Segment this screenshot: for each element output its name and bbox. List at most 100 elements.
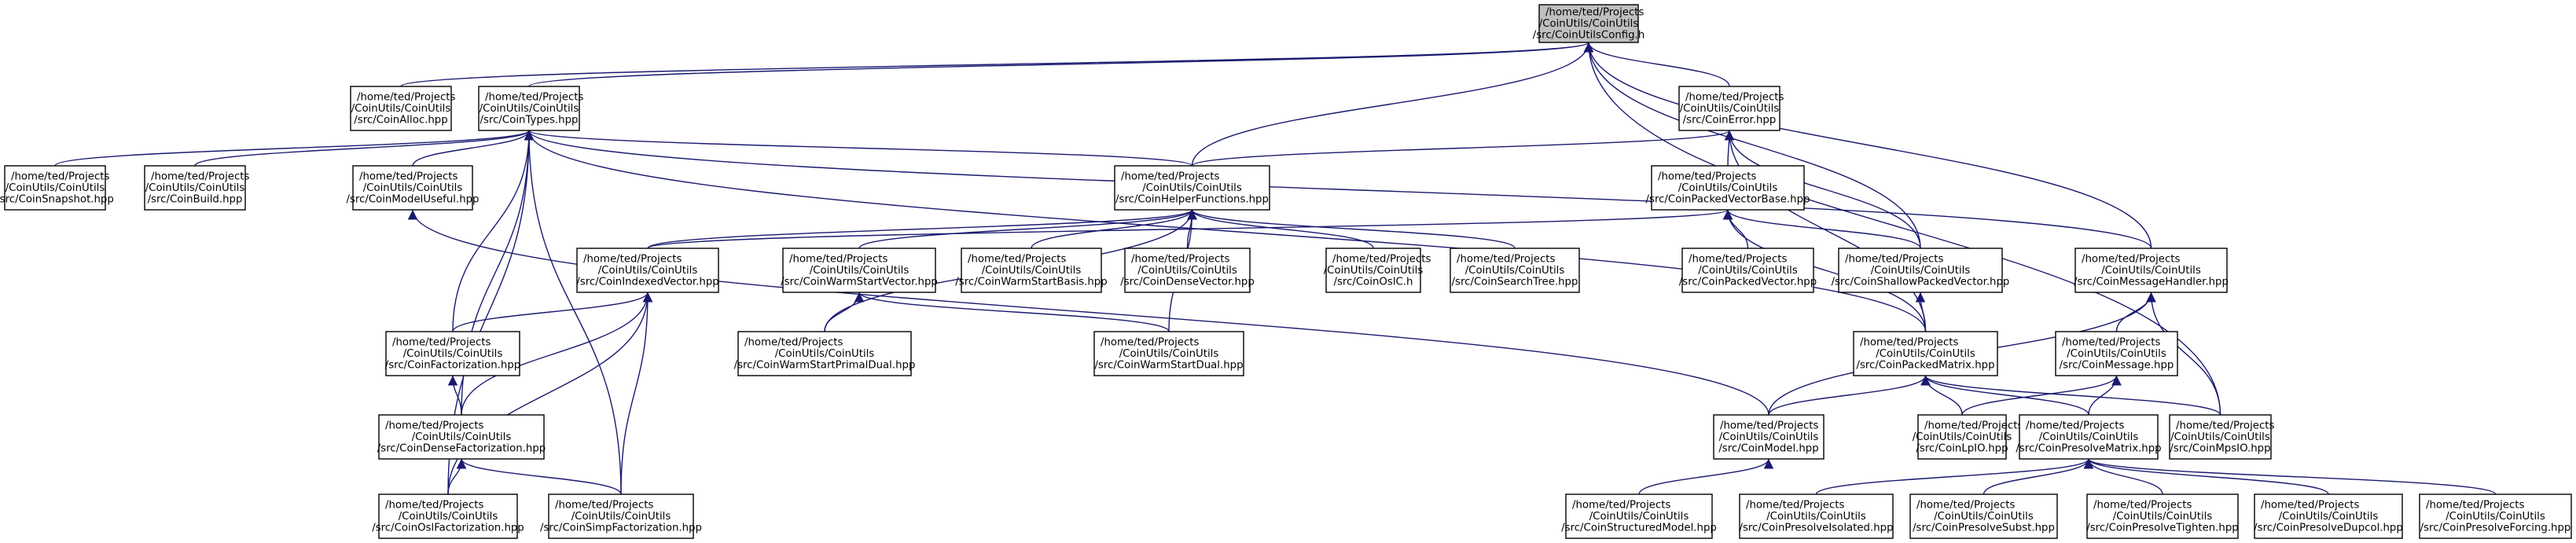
file-node-n29[interactable]: /home/ted/Projects/CoinUtils/CoinUtils/s…	[540, 493, 702, 539]
node-box	[1678, 86, 1780, 131]
node-label-line: /src/CoinModel.hpp	[1718, 442, 1818, 454]
file-node-n5[interactable]: /home/ted/Projects/CoinUtils/CoinUtils/s…	[144, 165, 249, 211]
include-edge-n7-n3	[1191, 130, 1734, 167]
node-box	[350, 86, 452, 131]
node-label-line: /src/CoinFactorization.hpp	[385, 359, 520, 371]
node-label-line: /src/CoinWarmStartBasis.hpp	[955, 276, 1107, 288]
node-box	[1713, 414, 1825, 460]
node-label-line: /home/ted/Projects	[789, 253, 887, 265]
include-edge-n27-n17	[2146, 292, 2221, 416]
node-label-line: /home/ted/Projects	[1924, 420, 2023, 431]
include-edge-n15-n8	[1722, 209, 1749, 249]
node-label-line: /CoinUtils/CoinUtils	[403, 348, 503, 360]
node-label-line: /home/ted/Projects	[1457, 253, 1555, 265]
file-node-n28[interactable]: /home/ted/Projects/CoinUtils/CoinUtils/s…	[372, 493, 524, 539]
node-label-line: /src/CoinShallowPackedVector.hpp	[1832, 276, 2010, 288]
file-node-n1[interactable]: /home/ted/Projects/CoinUtils/CoinUtils/s…	[350, 86, 455, 131]
node-box	[961, 248, 1102, 293]
node-label-line: /home/ted/Projects	[392, 336, 491, 348]
file-node-n22[interactable]: /home/ted/Projects/CoinUtils/CoinUtils/s…	[2055, 331, 2178, 376]
node-box	[1681, 248, 1814, 293]
node-label-line: /CoinUtils/CoinUtils	[2446, 511, 2545, 523]
node-box	[2055, 331, 2178, 376]
node-box	[2019, 414, 2159, 460]
include-edge-n32-n26	[1983, 458, 2094, 495]
include-edge-n9-n8	[647, 209, 1733, 249]
node-label-line: /src/CoinMpsIO.hpp	[2170, 442, 2270, 454]
file-node-n12[interactable]: /home/ted/Projects/CoinUtils/CoinUtils/s…	[1120, 248, 1255, 293]
file-node-n27[interactable]: /home/ted/Projects/CoinUtils/CoinUtils/s…	[2169, 414, 2274, 460]
node-box	[144, 165, 246, 211]
file-node-n19[interactable]: /home/ted/Projects/CoinUtils/CoinUtils/s…	[734, 331, 916, 376]
node-box	[576, 248, 719, 293]
node-label-line: /CoinUtils/CoinUtils	[598, 265, 698, 277]
node-label-line: /CoinUtils/CoinUtils	[1589, 511, 1689, 523]
file-node-n26[interactable]: /home/ted/Projects/CoinUtils/CoinUtils/s…	[2016, 414, 2162, 460]
node-label-line: /home/ted/Projects	[2082, 253, 2180, 265]
file-node-n14[interactable]: /home/ted/Projects/CoinUtils/CoinUtils/s…	[1450, 248, 1580, 293]
node-label-line: /home/ted/Projects	[1658, 171, 1756, 182]
node-label-line: /src/CoinSearchTree.hpp	[1452, 276, 1578, 288]
file-node-n16[interactable]: /home/ted/Projects/CoinUtils/CoinUtils/s…	[1832, 248, 2010, 293]
file-node-n10[interactable]: /home/ted/Projects/CoinUtils/CoinUtils/s…	[781, 248, 938, 293]
file-node-n2[interactable]: /home/ted/Projects/CoinUtils/CoinUtils/s…	[478, 86, 583, 131]
node-label-line: /src/CoinMessage.hpp	[2060, 359, 2174, 371]
file-node-n31[interactable]: /home/ted/Projects/CoinUtils/CoinUtils/s…	[1739, 493, 1894, 539]
file-node-n23[interactable]: /home/ted/Projects/CoinUtils/CoinUtils/s…	[377, 414, 546, 460]
node-label-line: /src/CoinIndexedVector.hpp	[576, 276, 718, 288]
include-edge-n22-n17	[2115, 292, 2156, 332]
include-edge-n1-n0	[400, 42, 1593, 87]
file-node-n13[interactable]: /home/ted/Projects/CoinUtils/CoinUtils/s…	[1324, 248, 1431, 293]
node-label-line: /CoinUtils/CoinUtils	[1137, 265, 1237, 277]
file-node-n7[interactable]: /home/ted/Projects/CoinUtils/CoinUtils/s…	[1114, 165, 1270, 211]
node-label-line: /home/ted/Projects	[1101, 336, 1199, 348]
node-label-line: /src/CoinPresolveIsolated.hpp	[1739, 522, 1893, 534]
include-edge-n16-n3	[1724, 130, 1921, 249]
node-label-line: /CoinUtils/CoinUtils	[412, 431, 512, 443]
node-label-line: /CoinUtils/CoinUtils	[2039, 431, 2139, 443]
include-edge-n26-n22	[2088, 375, 2122, 416]
file-node-n15[interactable]: /home/ted/Projects/CoinUtils/CoinUtils/s…	[1679, 248, 1817, 293]
node-label-line: /src/CoinDenseFactorization.hpp	[377, 442, 546, 454]
file-node-n21[interactable]: /home/ted/Projects/CoinUtils/CoinUtils/s…	[1853, 331, 1998, 376]
root-node-n0[interactable]: /home/ted/Projects/CoinUtils/CoinUtils/s…	[1533, 4, 1645, 43]
file-node-n34[interactable]: /home/ted/Projects/CoinUtils/CoinUtils/s…	[2254, 493, 2403, 539]
node-box	[1838, 248, 2003, 293]
file-node-n24[interactable]: /home/ted/Projects/CoinUtils/CoinUtils/s…	[1713, 414, 1825, 460]
file-node-n4[interactable]: /home/ted/Projects/CoinUtils/CoinUtils/s…	[0, 165, 114, 211]
node-label-line: /src/CoinModelUseful.hpp	[346, 193, 479, 205]
file-node-n8[interactable]: /home/ted/Projects/CoinUtils/CoinUtils/s…	[1646, 165, 1810, 211]
node-label-line: /src/CoinPresolveForcing.hpp	[2420, 522, 2571, 534]
node-label-line: /src/CoinAlloc.hpp	[354, 114, 447, 126]
file-node-n25[interactable]: /home/ted/Projects/CoinUtils/CoinUtils/s…	[1913, 414, 2023, 460]
file-node-n17[interactable]: /home/ted/Projects/CoinUtils/CoinUtils/s…	[2074, 248, 2229, 293]
file-node-n6[interactable]: /home/ted/Projects/CoinUtils/CoinUtils/s…	[346, 165, 480, 211]
node-label-line: /home/ted/Projects	[357, 91, 455, 103]
file-node-n30[interactable]: /home/ted/Projects/CoinUtils/CoinUtils/s…	[1561, 493, 1717, 539]
node-box	[737, 331, 912, 376]
node-label-line: /src/CoinPresolveMatrix.hpp	[2016, 442, 2161, 454]
node-label-line: /home/ted/Projects	[1572, 499, 1670, 511]
file-node-n32[interactable]: /home/ted/Projects/CoinUtils/CoinUtils/s…	[1909, 493, 2058, 539]
node-label-line: /src/CoinHelperFunctions.hpp	[1115, 193, 1269, 205]
file-node-n11[interactable]: /home/ted/Projects/CoinUtils/CoinUtils/s…	[955, 248, 1108, 293]
include-edge-n21-n3	[1724, 130, 1927, 332]
file-node-n35[interactable]: /home/ted/Projects/CoinUtils/CoinUtils/s…	[2419, 493, 2572, 539]
node-box	[378, 493, 518, 539]
node-label-line: /src/CoinSnapshot.hpp	[0, 193, 114, 205]
file-node-n18[interactable]: /home/ted/Projects/CoinUtils/CoinUtils/s…	[385, 331, 520, 376]
file-node-n3[interactable]: /home/ted/Projects/CoinUtils/CoinUtils/s…	[1678, 86, 1784, 131]
node-label-line: /CoinUtils/CoinUtils	[1680, 103, 1780, 115]
node-label-line: /CoinUtils/CoinUtils	[399, 511, 498, 523]
node-label-line: /src/CoinWarmStartDual.hpp	[1094, 359, 1243, 371]
include-edge-n30-n24	[1638, 458, 1774, 495]
file-node-n20[interactable]: /home/ted/Projects/CoinUtils/CoinUtils/s…	[1093, 331, 1244, 376]
node-box	[352, 165, 473, 211]
file-node-n9[interactable]: /home/ted/Projects/CoinUtils/CoinUtils/s…	[576, 248, 719, 293]
node-box	[1739, 493, 1894, 539]
node-label-line: /CoinUtils/CoinUtils	[351, 103, 451, 115]
file-node-n33[interactable]: /home/ted/Projects/CoinUtils/CoinUtils/s…	[2086, 493, 2239, 539]
node-box	[1565, 493, 1713, 539]
node-label-line: /src/CoinTypes.hpp	[480, 114, 579, 126]
node-label-line: /CoinUtils/CoinUtils	[2279, 511, 2379, 523]
